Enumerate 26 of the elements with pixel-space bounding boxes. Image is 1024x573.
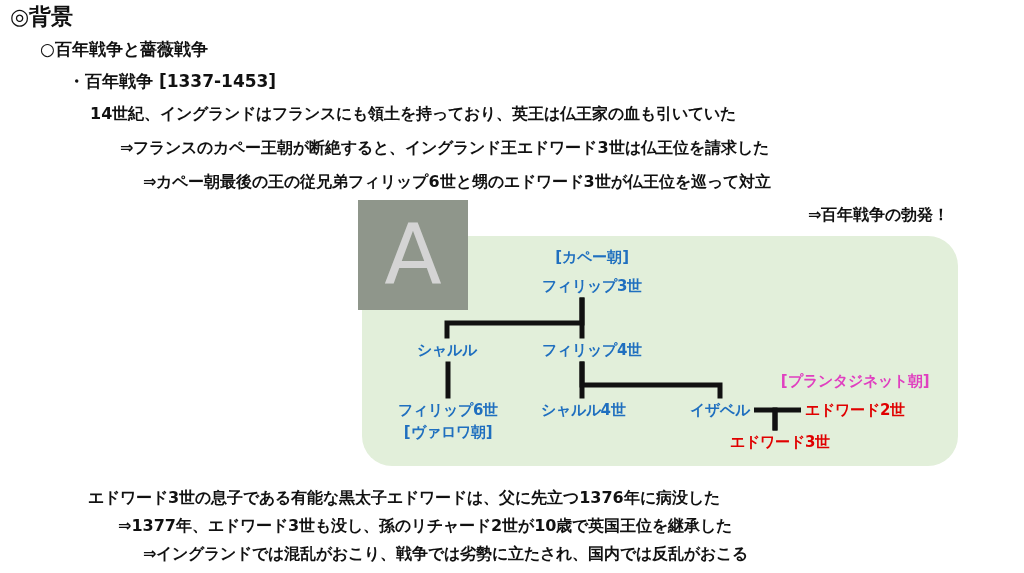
person-name: エドワード2世 [805,400,906,420]
text-line: ⇒1377年、エドワード3世も没し、孫のリチャード2世が10歳で英国王位を継承した [118,516,733,537]
person-name: フィリップ6世 [398,400,499,420]
dynasty-label: [ヴァロワ朝] [403,422,493,442]
person-name: シャルル4世 [540,400,626,420]
family-line [579,361,723,399]
subheading: ・百年戦争 [1337-1453] [68,70,277,93]
family-line [579,297,585,339]
text-line: ⇒百年戦争の勃発！ [808,205,950,226]
person-name: フィリップ4世 [542,340,643,360]
subheading: ○百年戦争と薔薇戦争 [40,38,208,61]
person-name: シャルル [417,340,477,360]
text-line: ⇒フランスのカペー王朝が断絶すると、イングランド王エドワード3世は仏王位を請求した [120,138,769,159]
dynasty-label: [プランタジネット朝] [780,371,930,391]
text-line: エドワード3世の息子である有能な黒太子エドワードは、父に先立つ1376年に病没した [88,488,720,509]
marker-box: A [358,200,468,310]
text-line: ⇒カペー朝最後の王の従兄弟フィリップ6世と甥のエドワード3世が仏王位を巡って対立 [143,172,771,193]
text-line: 14世紀、イングランドはフランスにも領土を持っており、英王は仏王家の血も引いていた [90,104,737,125]
person-name: フィリップ3世 [542,276,643,296]
family-line [772,407,801,431]
heading: ◎背景 [10,3,74,31]
person-name: イザベル [690,400,750,420]
family-line [445,361,451,399]
person-name: エドワード3世 [730,432,831,452]
text-line: ⇒イングランドでは混乱がおこり、戦争では劣勢に立たされ、国内では反乱がおこる [143,544,749,565]
dynasty-label: [カペー朝] [555,247,630,267]
